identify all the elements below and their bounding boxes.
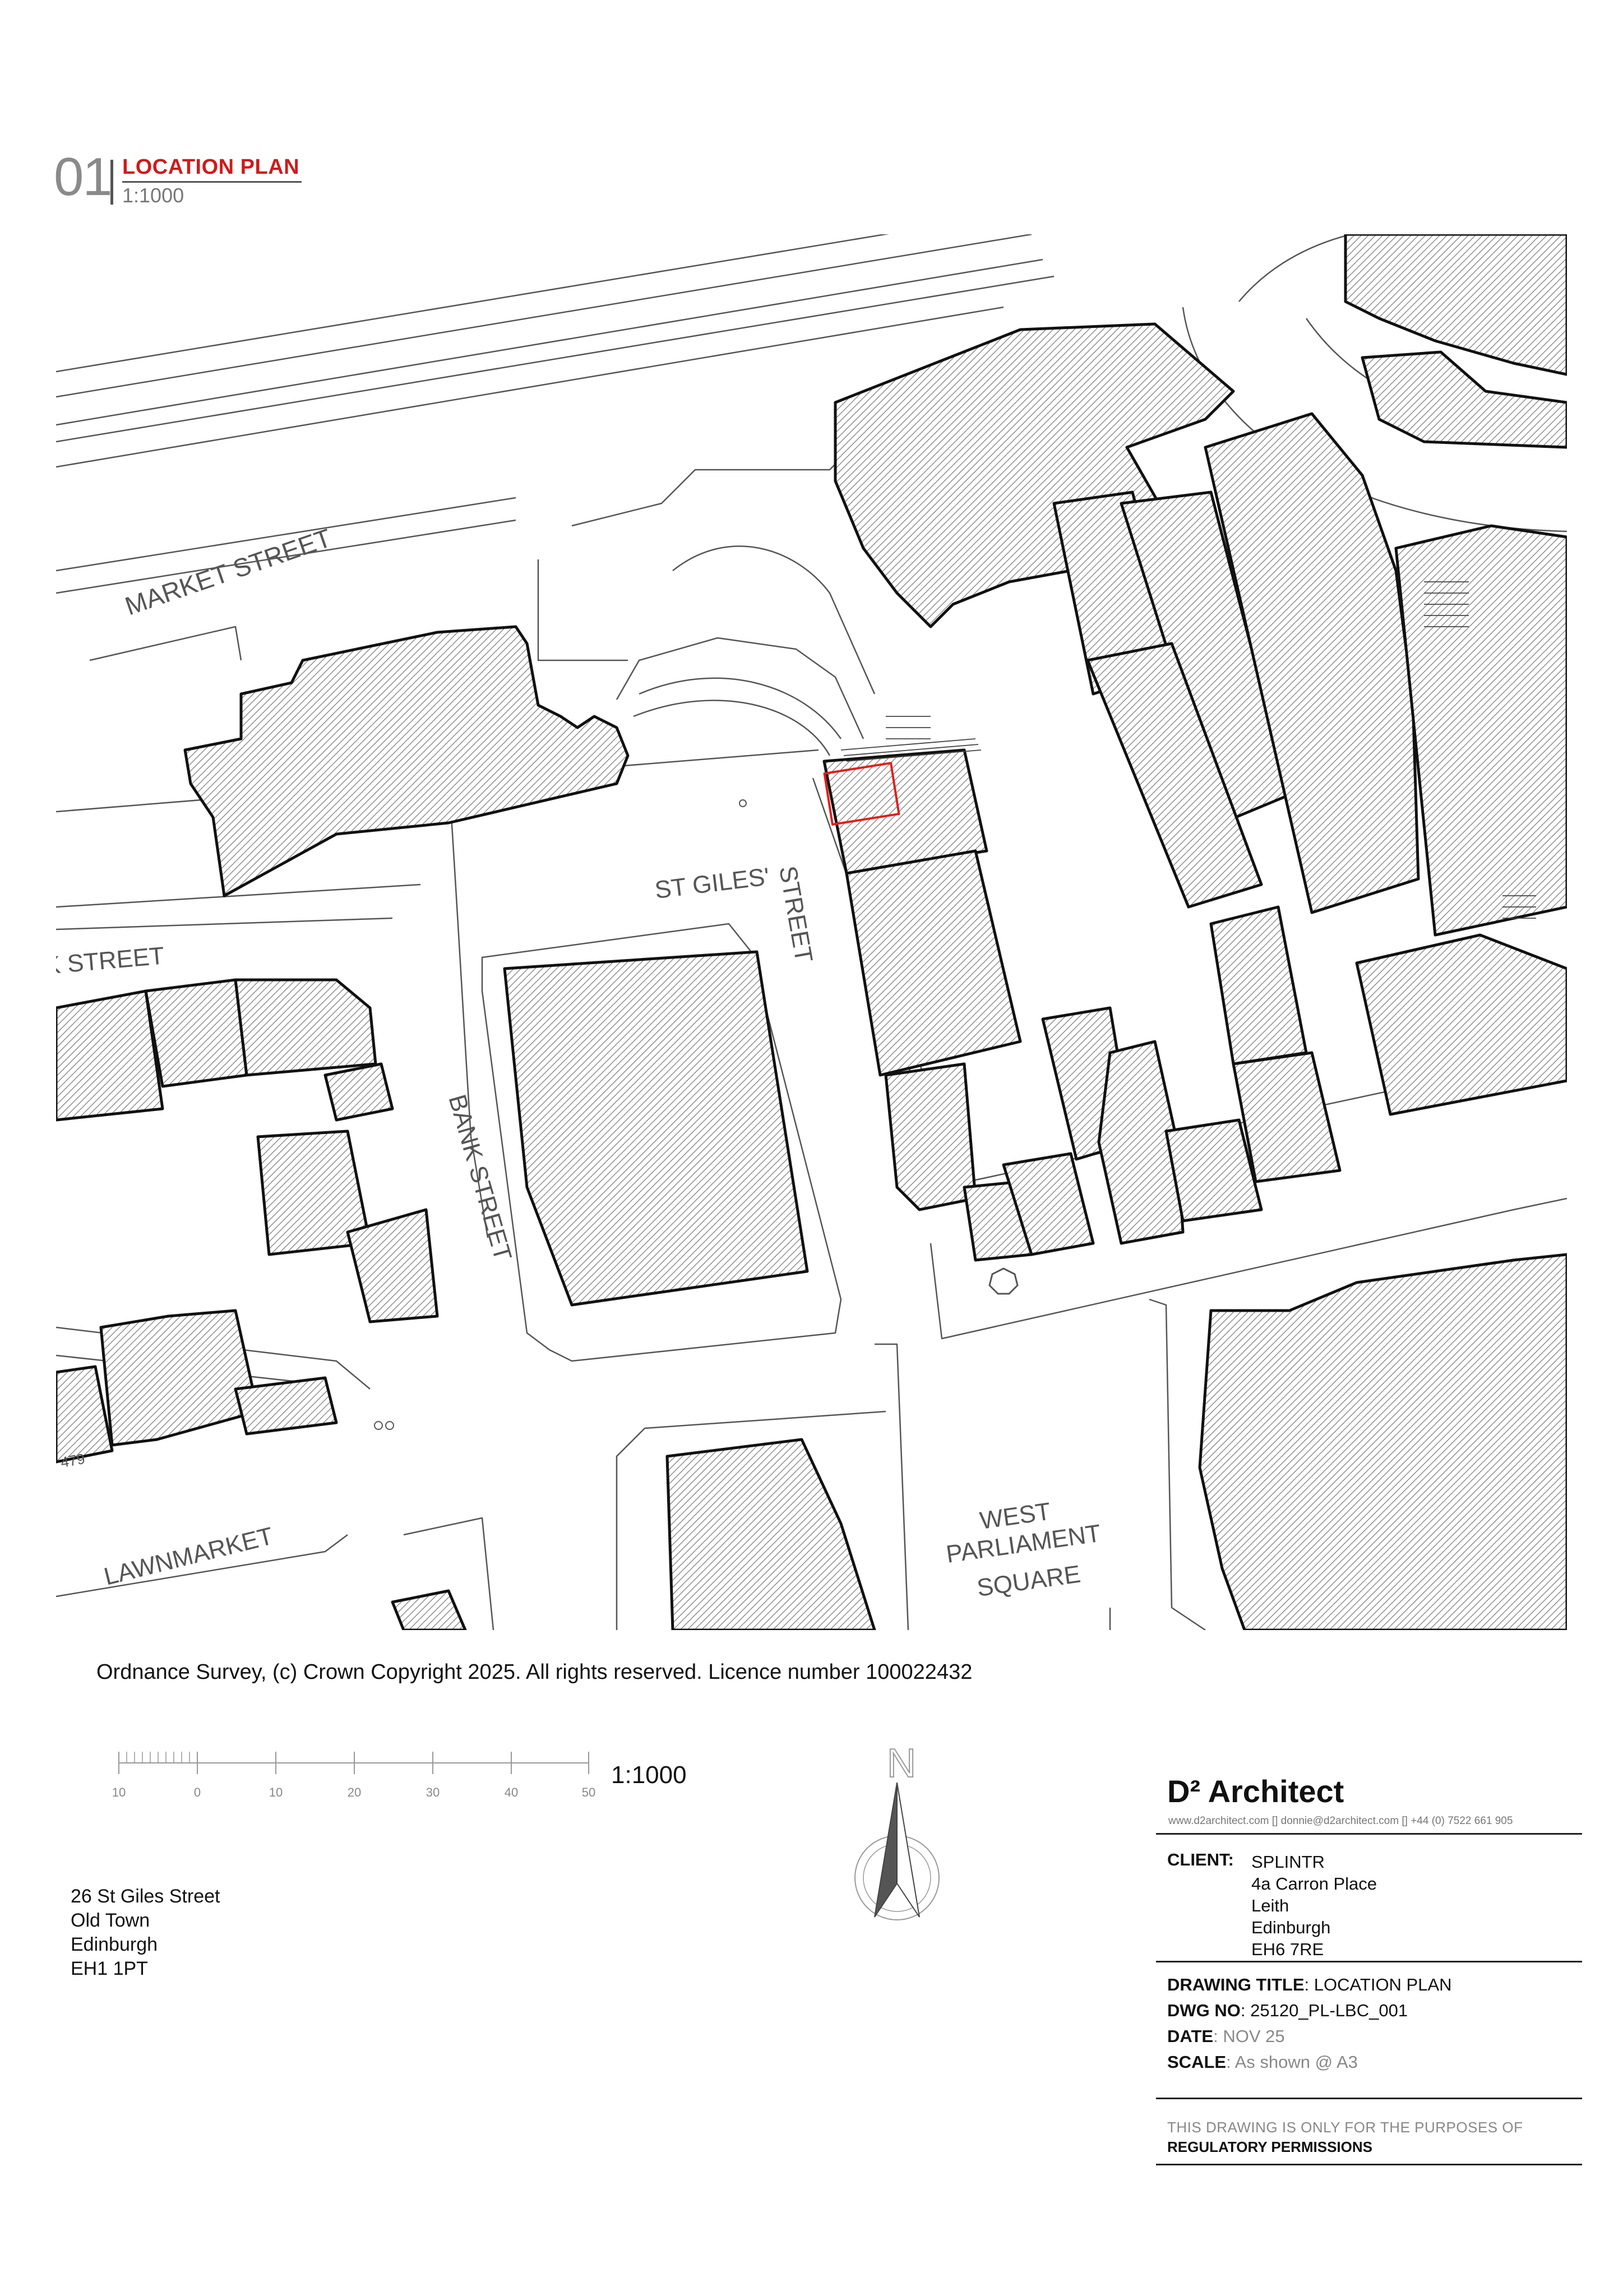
central-island-outline (481, 923, 842, 1362)
label-street: STREET (774, 864, 817, 964)
client-line: Edinburgh (1251, 1918, 1331, 1937)
client-line: EH6 7RE (1251, 1939, 1324, 1959)
date-row: DATE: NOV 25 (1167, 2026, 1285, 2047)
view-title-underline (122, 181, 302, 183)
site-address: 26 St Giles Street Old Town Edinburgh EH… (71, 1885, 220, 1981)
scale-bar: 10 0 10 20 30 40 50 (112, 1752, 595, 1799)
buildings (56, 234, 1567, 1630)
address-line: 26 St Giles Street (71, 1886, 220, 1907)
scale-tick: 10 (112, 1785, 126, 1799)
firm-contact: www.d2architect.com [] donnie@d2architec… (1168, 1815, 1513, 1827)
railway-lines (56, 234, 1055, 594)
view-title: LOCATION PLAN (122, 155, 300, 179)
title-rule (1156, 2164, 1582, 2165)
scale-row: SCALE: As shown @ A3 (1167, 2052, 1358, 2072)
north-letter: N (887, 1743, 916, 1786)
sheet-divider (110, 160, 113, 205)
view-scale: 1:1000 (122, 184, 184, 207)
label-bank-street-left: K STREET (56, 942, 165, 980)
north-arrow-icon: N (854, 1743, 940, 1920)
drawing-title-value: : LOCATION PLAN (1304, 1975, 1452, 1994)
stairs (840, 581, 1536, 919)
disclaimer-line-2: REGULATORY PERMISSIONS (1167, 2138, 1372, 2155)
scale-tick: 40 (505, 1785, 518, 1799)
scale-tick: 30 (426, 1785, 440, 1799)
client-label: CLIENT: (1167, 1850, 1234, 1869)
drawing-title-label: DRAWING TITLE (1167, 1975, 1305, 1994)
address-line: EH1 1PT (71, 1958, 148, 1979)
dwg-no-label: DWG NO (1167, 2001, 1241, 2020)
site-boundary (823, 762, 900, 826)
label-market-street: MARKET STREET (121, 523, 335, 621)
scale-tick: 20 (348, 1785, 361, 1799)
label-square: SQUARE (975, 1561, 1083, 1602)
scale-ratio: 1:1000 (611, 1761, 687, 1789)
disclaimer-line-1: THIS DRAWING IS ONLY FOR THE PURPOSES OF (1167, 2119, 1523, 2136)
title-rule (1156, 2098, 1582, 2099)
label-plot-number: 479 (59, 1450, 86, 1471)
address-line: Old Town (71, 1910, 150, 1931)
date-label: DATE (1167, 2026, 1214, 2046)
address-line: Edinburgh (71, 1934, 158, 1955)
scale-label: SCALE (1167, 2052, 1227, 2072)
scale-value: : As shown @ A3 (1226, 2052, 1358, 2072)
scale-tick: 0 (194, 1785, 201, 1799)
os-copyright: Ordnance Survey, (c) Crown Copyright 202… (96, 1660, 973, 1684)
client-line: Leith (1251, 1896, 1289, 1915)
monument-icon (988, 1267, 1019, 1295)
date-value: : NOV 25 (1213, 2026, 1285, 2046)
label-st-giles: ST GILES' (653, 863, 771, 904)
scale-tick: 50 (582, 1785, 595, 1799)
dwg-no-value: : 25120_PL-LBC_001 (1240, 2001, 1408, 2020)
title-rule (1156, 1961, 1582, 1962)
drawing-title-row: DRAWING TITLE: LOCATION PLAN (1167, 1975, 1452, 1995)
scale-tick: 10 (269, 1785, 283, 1799)
sheet-number: 01 (54, 147, 113, 207)
firm-name: D² Architect (1167, 1774, 1344, 1809)
client-line: 4a Carron Place (1251, 1874, 1377, 1894)
client-line: SPLINTR (1251, 1852, 1325, 1872)
dwg-no-row: DWG NO: 25120_PL-LBC_001 (1167, 2001, 1408, 2021)
title-rule (1156, 1833, 1582, 1835)
label-bank-street: BANK STREET (443, 1091, 516, 1263)
bollards (374, 799, 747, 1430)
label-lawnmarket: LAWNMARKET (101, 1522, 276, 1590)
client-details: SPLINTR 4a Carron Place Leith Edinburgh … (1251, 1851, 1377, 1960)
location-map[interactable]: MARKET STREET ST GILES' STREET K STREET … (56, 234, 1567, 1630)
central-block (503, 950, 809, 1307)
